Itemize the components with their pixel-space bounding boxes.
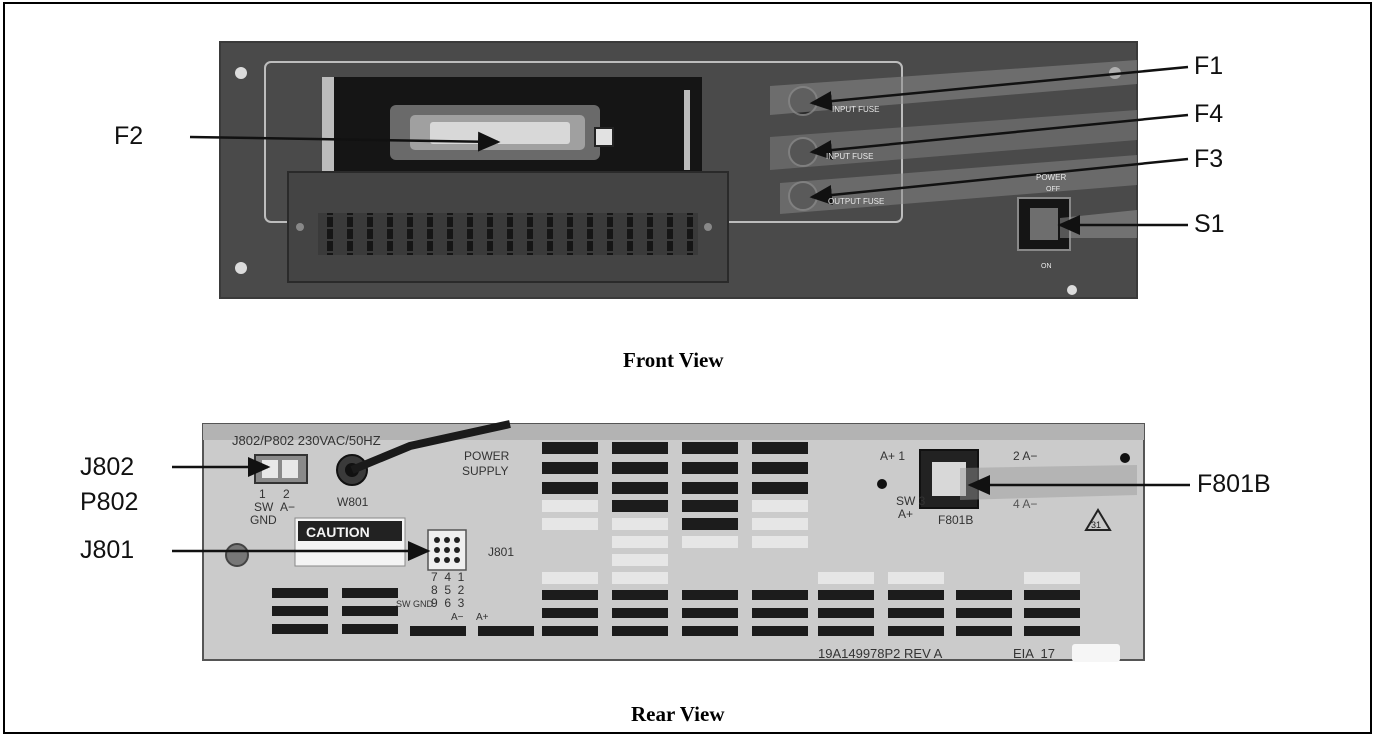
rear-caution: CAUTION xyxy=(306,524,370,540)
arrow-f4 xyxy=(809,113,1189,160)
rear-power-supply-2: SUPPLY xyxy=(462,464,508,478)
rear-j801-text: J801 xyxy=(488,545,514,559)
rear-part-number: 19A149978P2 REV A xyxy=(818,646,943,661)
rear-connector-label: J802/P802 230VAC/50HZ xyxy=(232,433,381,448)
rear-pin-row2: 8 5 2 xyxy=(431,583,465,597)
rear-a-plus-b: A+ xyxy=(476,612,489,623)
callout-f4: F4 xyxy=(1194,100,1224,128)
callout-f2: F2 xyxy=(114,122,144,150)
figure-frame xyxy=(3,2,1372,734)
rear-a-minus: A− xyxy=(280,500,295,514)
rear-vents-lower xyxy=(272,588,1080,636)
rear-power-supply-1: POWER xyxy=(464,449,510,463)
rear-pin-2: 2 xyxy=(283,487,290,501)
rear-w801: W801 xyxy=(337,495,369,509)
rear-sw3: SW 3 xyxy=(896,494,926,508)
front-f4-fuse-text: INPUT FUSE xyxy=(826,152,873,161)
rear-pin-row1: 7 4 1 xyxy=(431,570,465,584)
rear-gnd: GND xyxy=(250,513,277,527)
rear-a-minus-b: A− xyxy=(451,612,464,623)
power-cable xyxy=(350,420,511,474)
callout-p802: P802 xyxy=(80,488,139,516)
rear-view-caption: Rear View xyxy=(631,702,725,726)
callout-s1: S1 xyxy=(1194,210,1225,238)
rear-vents-upper xyxy=(542,442,1080,584)
rear-sw-gnd: SW GND xyxy=(396,599,433,609)
front-f3-fuse-text: OUTPUT FUSE xyxy=(828,197,884,206)
callout-f3: F3 xyxy=(1194,145,1224,173)
callout-j801: J801 xyxy=(80,536,135,564)
front-on-text: ON xyxy=(1041,263,1052,270)
rear-badge: 31 xyxy=(1091,520,1101,530)
arrow-f2 xyxy=(189,131,501,152)
rear-pin-1: 1 xyxy=(259,487,266,501)
callout-lines xyxy=(172,65,1190,561)
callout-f801b: F801B xyxy=(1197,470,1271,498)
rear-2a-minus: 2 A− xyxy=(1013,449,1037,463)
rear-pin-row3: 9 6 3 xyxy=(431,596,465,610)
vent-slots xyxy=(318,213,698,255)
front-panel xyxy=(219,41,1138,299)
front-f1-fuse-text: INPUT FUSE xyxy=(832,105,879,114)
rear-4a-minus: 4 A− xyxy=(1013,497,1037,511)
front-power-text: POWER xyxy=(1036,173,1066,182)
front-view-caption: Front View xyxy=(623,348,724,372)
rear-eia: EIA 17 xyxy=(1013,646,1055,661)
rear-a-plus: A+ xyxy=(898,507,913,521)
rack-hole-top-left xyxy=(235,67,247,79)
rack-hole-bottom-right xyxy=(1067,285,1077,295)
rear-sw: SW xyxy=(254,500,274,514)
rack-hole-bottom-left xyxy=(235,262,247,274)
rear-f801b-text: F801B xyxy=(938,513,973,527)
arrow-f1 xyxy=(809,65,1189,112)
warning-triangle xyxy=(1084,508,1112,531)
front-off-text: OFF xyxy=(1046,186,1060,193)
callout-j802: J802 xyxy=(80,453,135,481)
arrow-f3 xyxy=(809,157,1189,205)
fuse-holder-f2 xyxy=(390,105,614,160)
rear-panel xyxy=(202,420,1145,662)
rear-a-plus-1: A+ 1 xyxy=(880,449,905,463)
callout-f1: F1 xyxy=(1194,52,1224,80)
